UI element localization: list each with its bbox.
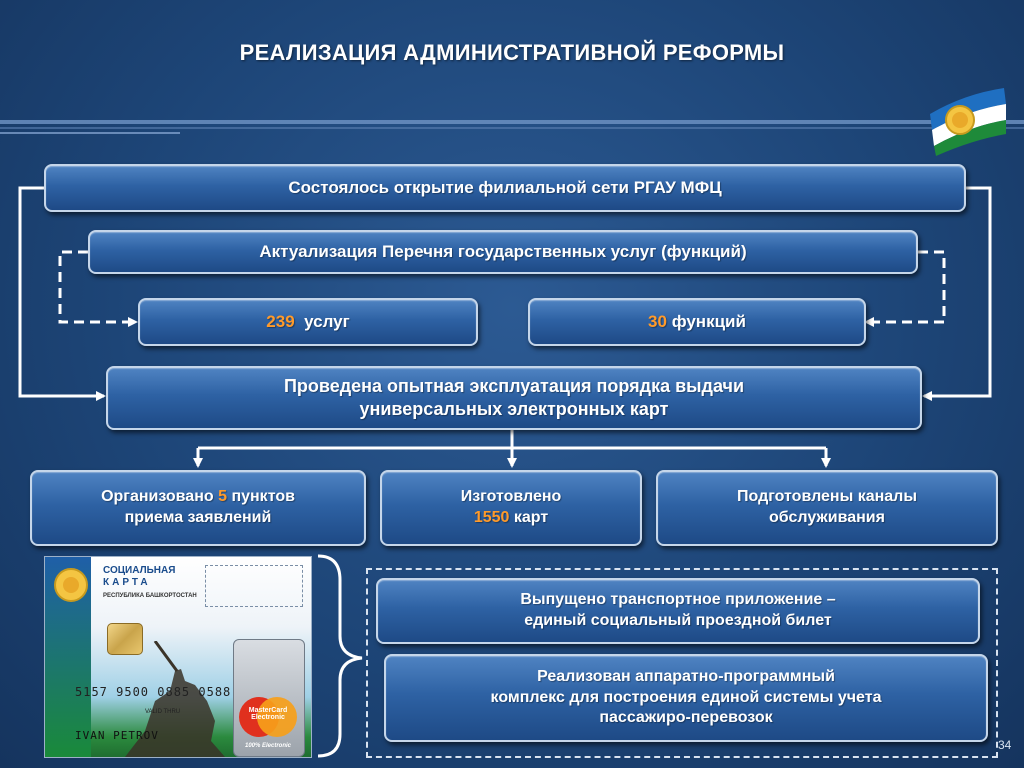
card-brand-sub: 100% Electronic <box>244 743 292 749</box>
card-title-line2: КАРТА <box>103 577 151 588</box>
results-dashed-group <box>366 568 998 758</box>
points-prefix: Организовано <box>101 488 214 506</box>
points-line2: приема заявлений <box>124 509 272 526</box>
functions-count-label: функций <box>671 311 746 331</box>
card-signature-box <box>205 565 303 607</box>
channels-box: Подготовлены каналы обслуживания <box>656 470 998 546</box>
bashkortostan-emblem-icon <box>930 88 1006 156</box>
card-number: 5157 9500 0885 0588 <box>75 685 232 699</box>
card-pilot-line1: Проведена опытная эксплуатация порядка в… <box>283 375 745 396</box>
page-number: 34 <box>998 738 1012 752</box>
services-count-number: 239 <box>266 311 295 331</box>
channels-line1: Подготовлены каналы <box>737 488 917 506</box>
hw-complex-line3: пассажиро-перевозок <box>599 709 773 727</box>
cards-made-number: 1550 <box>473 509 510 526</box>
card-emblem-icon <box>54 568 88 602</box>
points-box: Организовано 5 пунктов приема заявлений <box>30 470 366 546</box>
card-pilot-line2: универсальных электронных карт <box>359 399 669 419</box>
services-list-text: Актуализация Перечня государственных усл… <box>259 241 747 261</box>
services-list-box: Актуализация Перечня государственных усл… <box>88 230 918 274</box>
transport-app-box: Выпущено транспортное приложение – едины… <box>376 578 980 644</box>
slide-title: РЕАЛИЗАЦИЯ АДМИНИСТРАТИВНОЙ РЕФОРМЫ <box>239 40 785 65</box>
header-stripes <box>0 120 1024 134</box>
channels-line2: обслуживания <box>769 509 885 526</box>
card-valid-thru: VALID THRU <box>145 709 181 715</box>
hw-complex-line2: комплекс для построения единой системы у… <box>490 688 882 706</box>
functions-count-number: 30 <box>648 311 667 331</box>
functions-count-box: 30 функций <box>528 298 866 346</box>
card-brand-panel <box>233 639 305 757</box>
branch-network-box: Состоялось открытие филиальной сети РГАУ… <box>44 164 966 212</box>
card-pilot-box: Проведена опытная эксплуатация порядка в… <box>106 366 922 430</box>
card-subtitle: РЕСПУБЛИКА БАШКОРТОСТАН <box>103 593 197 599</box>
services-count-box: 239 услуг <box>138 298 478 346</box>
card-holder-name: IVAN PETROV <box>75 729 159 742</box>
cards-made-box: Изготовлено 1550 карт <box>380 470 642 546</box>
transport-app-line2: единый социальный проездной билет <box>524 612 832 629</box>
card-brand-product: Electronic <box>251 714 285 721</box>
points-number: 5 <box>218 488 227 506</box>
horseman-statue-icon <box>125 641 225 757</box>
transport-app-line1: Выпущено транспортное приложение – <box>520 591 836 609</box>
cards-made-line1: Изготовлено <box>460 488 562 506</box>
card-brand-name: MasterCard <box>248 707 288 714</box>
card-brand-label: MasterCard Electronic <box>239 707 297 721</box>
branch-network-text: Состоялось открытие филиальной сети РГАУ… <box>288 177 722 197</box>
hw-complex-line1: Реализован аппаратно-программный <box>537 667 835 685</box>
services-count-label: услуг <box>304 311 350 331</box>
mastercard-logo-icon <box>239 697 297 737</box>
cards-made-suffix: карт <box>513 509 549 526</box>
social-card-image: СОЦИАЛЬНАЯ КАРТА РЕСПУБЛИКА БАШКОРТОСТАН… <box>44 556 312 758</box>
card-chip-icon <box>107 623 143 655</box>
points-suffix: пунктов <box>231 488 295 506</box>
card-title-line1: СОЦИАЛЬНАЯ <box>103 565 176 576</box>
hw-complex-box: Реализован аппаратно-программный комплек… <box>384 654 988 742</box>
